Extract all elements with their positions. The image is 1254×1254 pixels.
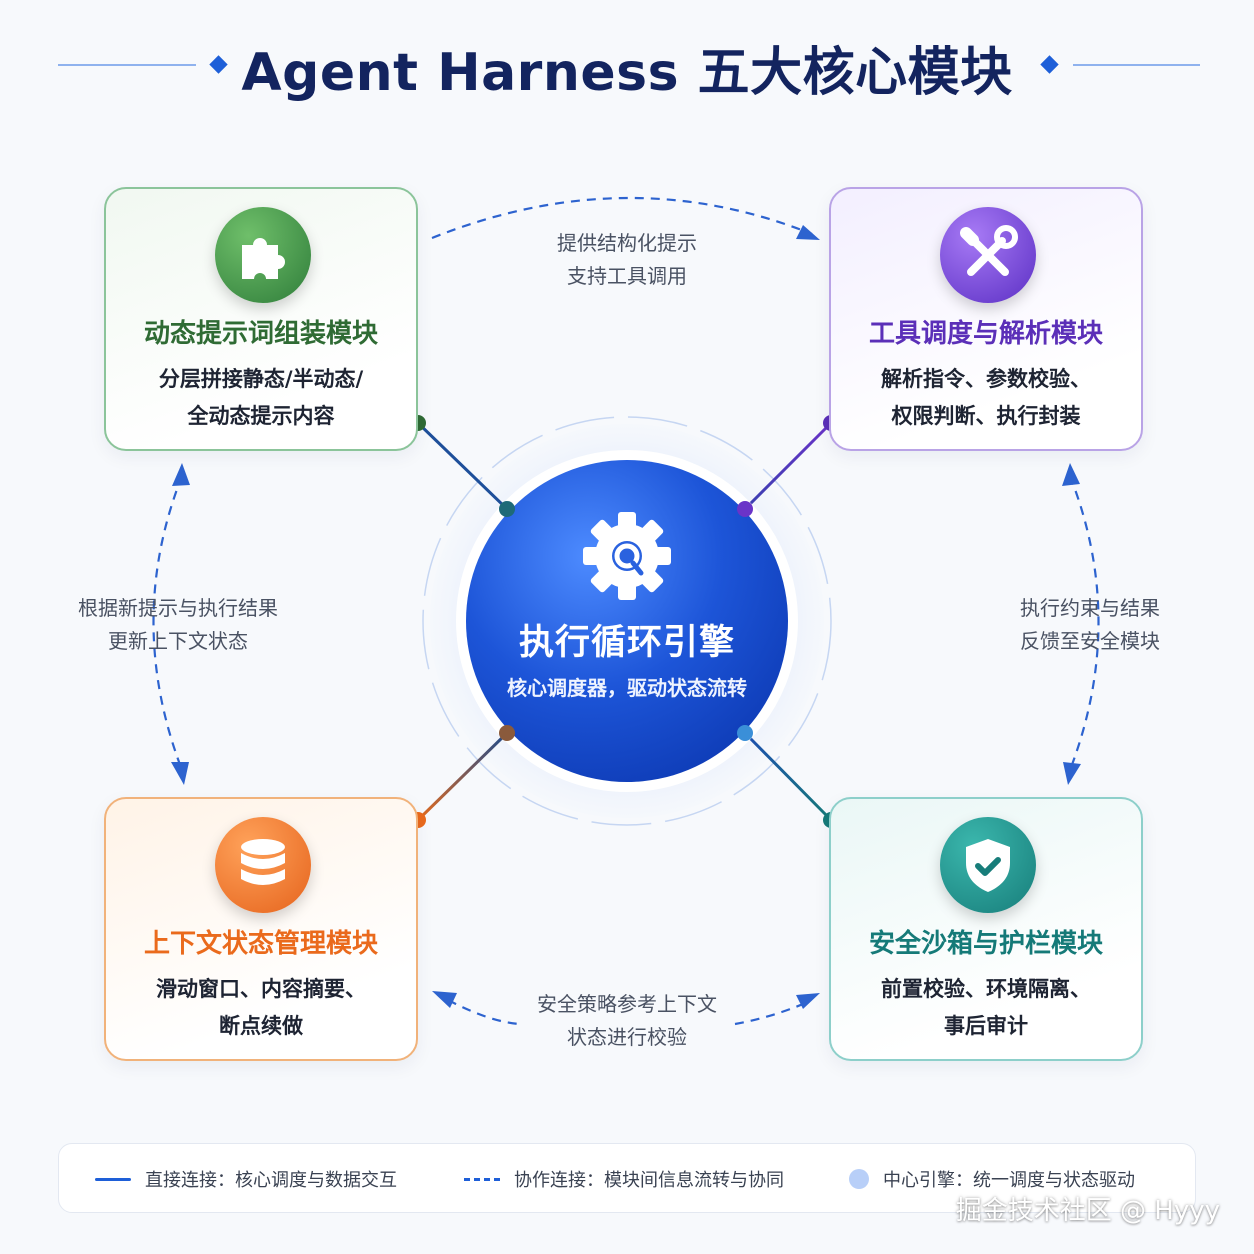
module-title: 安全沙箱与护栏模块	[868, 929, 1103, 959]
hub-circle	[466, 460, 788, 782]
gear-icon	[583, 512, 671, 600]
annotation-line: 支持工具调用	[567, 264, 687, 288]
legend-label: 协作连接：模块间信息流转与协同	[514, 1170, 784, 1191]
annotation-line: 执行约束与结果	[1020, 596, 1160, 620]
module-title: 工具调度与解析模块	[868, 319, 1103, 349]
annotation-line: 提供结构化提示	[557, 231, 697, 255]
module-description: 前置校验、环境隔离、 事后审计	[831, 971, 1141, 1045]
arrowhead-left-down	[171, 762, 189, 785]
title-ornament-right	[1040, 55, 1200, 74]
arrowhead-right-up	[1062, 463, 1080, 486]
module-title: 动态提示词组装模块	[143, 319, 378, 349]
module-description: 分层拼接静态/半动态/ 全动态提示内容	[106, 361, 416, 435]
hub-subtitle: 核心调度器，驱动状态流转	[507, 676, 747, 700]
module-card-context: 上下文状态管理模块 滑动窗口、内容摘要、 断点续做	[104, 797, 418, 1061]
connector-security	[743, 731, 833, 822]
arrowhead-bottom-left	[432, 991, 457, 1008]
dashed-line-icon	[464, 1177, 500, 1181]
annotation-left: 根据新提示与执行结果 更新上下文状态	[58, 592, 298, 658]
arrowhead-top	[796, 225, 820, 240]
module-card-prompt: 动态提示词组装模块 分层拼接静态/半动态/ 全动态提示内容	[104, 187, 418, 451]
connector-context	[416, 731, 509, 822]
module-desc-line: 权限判断、执行封装	[891, 404, 1081, 428]
module-desc-line: 断点续做	[219, 1014, 303, 1038]
module-card-tool: 工具调度与解析模块 解析指令、参数校验、 权限判断、执行封装	[829, 187, 1143, 451]
module-desc-line: 事后审计	[944, 1014, 1028, 1038]
module-card-security: 安全沙箱与护栏模块 前置校验、环境隔离、 事后审计	[829, 797, 1143, 1061]
wrench-screwdriver-icon	[940, 207, 1036, 303]
module-description: 滑动窗口、内容摘要、 断点续做	[106, 971, 416, 1045]
hub-title: 执行循环引擎	[518, 623, 735, 663]
connector-prompt	[416, 421, 509, 511]
module-desc-line: 滑动窗口、内容摘要、	[156, 977, 366, 1001]
annotation-line: 更新上下文状态	[108, 629, 248, 653]
flow-bottom-left	[447, 999, 521, 1026]
arrowhead-right-down	[1063, 762, 1081, 785]
watermark: 掘金技术社区 @ Hyyy	[955, 1196, 1220, 1226]
arrowhead-left-up	[172, 463, 190, 486]
module-desc-line: 全动态提示内容	[187, 404, 335, 428]
module-description: 解析指令、参数校验、 权限判断、执行封装	[831, 361, 1141, 435]
annotation-line: 根据新提示与执行结果	[78, 596, 278, 620]
hub-outer-ring	[422, 416, 832, 826]
legend-item-hub: 中心引擎：统一调度与状态驱动	[849, 1144, 1135, 1214]
page-title: Agent Harness 五大核心模块	[241, 43, 1013, 103]
legend: 直接连接：核心调度与数据交互 协作连接：模块间信息流转与协同 中心引擎：统一调度…	[58, 1143, 1196, 1213]
legend-item-solid: 直接连接：核心调度与数据交互	[95, 1144, 397, 1214]
annotation-bottom: 安全策略参考上下文 状态进行校验	[512, 988, 742, 1054]
database-icon	[215, 817, 311, 913]
dot-icon	[849, 1169, 869, 1189]
puzzle-icon	[215, 207, 311, 303]
hub-dot-prompt	[499, 501, 515, 517]
arrowhead-bottom-right	[796, 993, 820, 1009]
hub-dot-tool	[737, 501, 753, 517]
module-desc-line: 分层拼接静态/半动态/	[158, 367, 364, 391]
hub-dot-security	[737, 725, 753, 741]
annotation-line: 安全策略参考上下文	[537, 992, 717, 1016]
annotation-line: 状态进行校验	[567, 1025, 687, 1049]
flow-bottom-right	[734, 1000, 809, 1026]
module-title: 上下文状态管理模块	[143, 929, 378, 959]
module-desc-line: 解析指令、参数校验、	[881, 367, 1091, 391]
flow-left	[152, 475, 184, 771]
title-ornament-left	[58, 55, 228, 74]
flow-top	[431, 196, 813, 240]
shield-check-icon	[940, 817, 1036, 913]
flow-right	[1068, 475, 1100, 771]
annotation-top: 提供结构化提示 支持工具调用	[527, 227, 727, 293]
hub-dot-context	[499, 725, 515, 741]
legend-label: 直接连接：核心调度与数据交互	[145, 1170, 397, 1191]
solid-line-icon	[95, 1177, 131, 1181]
connector-tool	[743, 421, 833, 511]
legend-item-dashed: 协作连接：模块间信息流转与协同	[464, 1144, 784, 1214]
legend-label: 中心引擎：统一调度与状态驱动	[883, 1170, 1135, 1191]
annotation-line: 反馈至安全模块	[1020, 629, 1160, 653]
annotation-right: 执行约束与结果 反馈至安全模块	[990, 592, 1190, 658]
module-desc-line: 前置校验、环境隔离、	[881, 977, 1091, 1001]
hub-border	[456, 450, 798, 792]
